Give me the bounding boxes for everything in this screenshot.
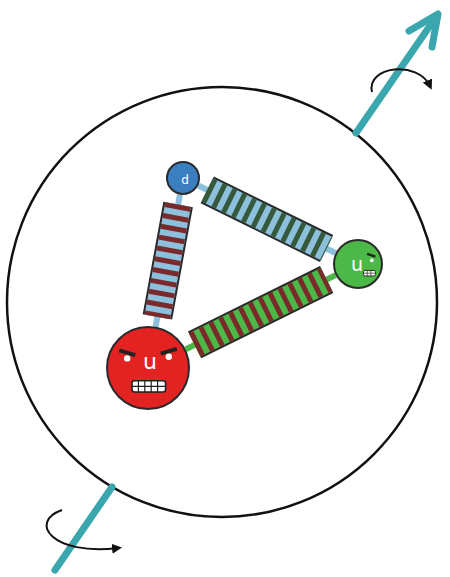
gluon-rod	[156, 195, 180, 327]
gluon-spring	[198, 185, 335, 252]
spring-stripe	[207, 190, 326, 249]
rotation-arrow	[372, 69, 430, 92]
gluon-spring	[156, 195, 180, 327]
spin-axis	[55, 487, 112, 570]
spin-arrowhead	[409, 14, 438, 47]
quark-circle: d	[166, 161, 200, 195]
gluon-spring	[186, 275, 336, 349]
quark-label: u	[143, 351, 157, 373]
quark-label: d	[181, 174, 189, 186]
quark-label: u	[351, 255, 363, 274]
spring-coil	[207, 190, 326, 249]
proton-outline	[7, 87, 437, 517]
quark-circle: u	[106, 326, 190, 410]
spring-outline	[157, 205, 178, 317]
spring-coil	[195, 280, 327, 345]
gluon-rod	[186, 275, 336, 349]
spring-stripe	[157, 205, 178, 317]
rotation-arrow	[47, 510, 118, 549]
quark-circle: u	[333, 239, 383, 289]
spring-outline	[207, 190, 326, 249]
spring-outline	[195, 280, 327, 345]
spin-axis	[356, 17, 436, 133]
spring-coil	[157, 205, 178, 317]
spring-stripe	[195, 280, 327, 345]
gluon-rod	[198, 185, 335, 252]
